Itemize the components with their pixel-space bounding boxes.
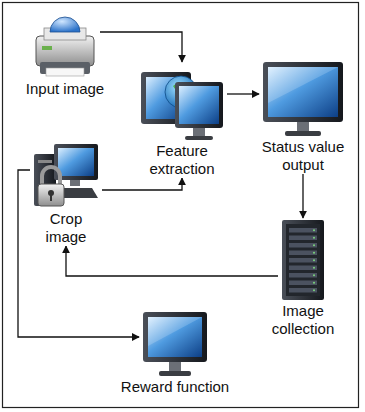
- flow-arrow: [66, 246, 278, 276]
- computer-icon: [139, 308, 211, 378]
- icon-node: Crop image: [30, 140, 102, 246]
- computer-icon: [30, 6, 100, 80]
- node-label: Crop image: [36, 210, 96, 246]
- flow-arrow: [102, 178, 182, 190]
- node-label: Image collection: [253, 302, 353, 338]
- computer-icon: [259, 58, 347, 138]
- node-label: Reward function: [119, 378, 231, 396]
- icon-node: Image collection: [253, 218, 353, 338]
- icon-node: Input image: [10, 6, 120, 98]
- computer-icon: [137, 62, 227, 142]
- icon-node: Feature extraction: [136, 62, 228, 178]
- icon-node: Status value output: [251, 58, 355, 174]
- frame-border: [3, 3, 359, 408]
- flow-arrow: [100, 32, 182, 62]
- node-label: Feature extraction: [136, 142, 228, 178]
- node-label: Status value output: [251, 138, 355, 174]
- flow-arrow: [227, 93, 259, 94]
- computer-icon: [30, 140, 102, 210]
- computer-icon: [278, 218, 328, 302]
- flow-arrow: [302, 174, 303, 218]
- node-label: Input image: [24, 80, 106, 98]
- icon-node: Reward function: [95, 308, 255, 396]
